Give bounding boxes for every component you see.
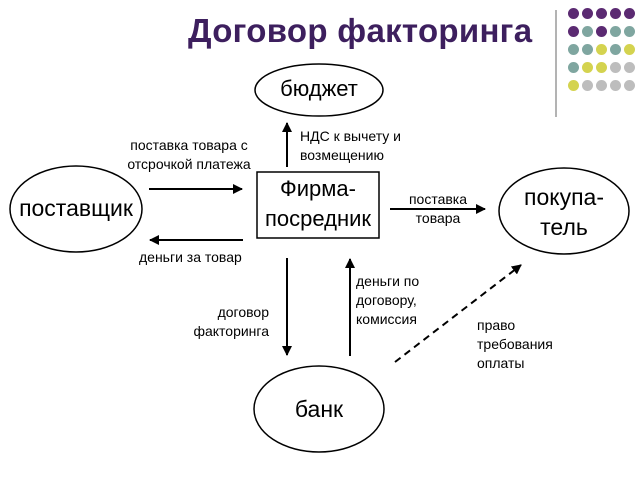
deferred-supply-label: поставка товара с отсрочкой платежа xyxy=(117,136,261,174)
decor-dot xyxy=(582,80,593,91)
decor-dot xyxy=(624,8,635,19)
decor-dot xyxy=(568,62,579,73)
buyer-label-line2: тель xyxy=(540,214,588,240)
decor-dot xyxy=(568,80,579,91)
decor-dot xyxy=(624,62,635,73)
money-by-contract-label-line3: комиссия xyxy=(356,310,417,327)
supplier-node xyxy=(9,165,143,253)
decor-dot xyxy=(624,44,635,55)
decor-dot xyxy=(568,8,579,19)
decor-dot xyxy=(624,80,635,91)
factoring-contract-label-line1: договор xyxy=(217,304,269,320)
buyer-label-line1: покупа- xyxy=(524,184,604,210)
money-by-contract-label-line1: деньги по xyxy=(356,273,420,289)
intermediary-firm-node xyxy=(256,171,380,239)
money-by-contract-label: деньги по договору, комиссия xyxy=(356,272,419,329)
slide-title: Договор факторинга xyxy=(188,12,533,49)
deferred-supply-label-line2: отсрочкой платежа xyxy=(127,155,251,172)
decor-dot xyxy=(568,26,579,37)
decor-dot xyxy=(596,62,607,73)
decor-dot xyxy=(610,44,621,55)
decor-dot xyxy=(596,44,607,55)
factoring-contract-label: договор факторинга xyxy=(176,303,269,341)
vat-label-line2: возмещению xyxy=(300,146,384,163)
decor-dot xyxy=(610,26,621,37)
right-of-claim-label-line3: оплаты xyxy=(477,354,525,371)
decor-dot xyxy=(582,26,593,37)
right-of-claim-label: право требования оплаты xyxy=(477,316,553,373)
decor-divider-line xyxy=(555,10,557,117)
decor-dot xyxy=(596,8,607,19)
budget-node xyxy=(254,63,384,117)
right-of-claim-label-line1: право xyxy=(477,317,516,333)
deferred-supply-label-line1: поставка товара с xyxy=(130,137,248,153)
buyer-node xyxy=(498,167,630,255)
budget-label: бюджет xyxy=(280,76,358,101)
arrow-right-of-claim xyxy=(394,264,522,363)
decor-dot xyxy=(582,8,593,19)
decor-dot xyxy=(596,80,607,91)
decor-dot xyxy=(582,62,593,73)
decor-dot xyxy=(582,44,593,55)
goods-delivery-label-line2: товара xyxy=(415,209,461,226)
decor-dot xyxy=(596,26,607,37)
goods-delivery-label: поставка товара xyxy=(400,190,476,228)
supplier-label: поставщик xyxy=(19,195,133,221)
bank-node xyxy=(253,365,385,453)
decor-dot xyxy=(610,62,621,73)
vat-label: НДС к вычету и возмещению xyxy=(300,127,401,165)
decor-dot xyxy=(568,44,579,55)
right-of-claim-label-line2: требования xyxy=(477,335,553,352)
firm-label-line2: посредник xyxy=(264,206,372,231)
vat-label-line1: НДС к вычету и xyxy=(300,128,402,144)
decor-dot xyxy=(624,26,635,37)
firm-label-line1: Фирма- xyxy=(280,176,356,201)
decor-dot xyxy=(610,80,621,91)
decor-dot xyxy=(610,8,621,19)
money-for-goods-label: деньги за товар xyxy=(139,249,242,265)
money-by-contract-label-line2: договору, xyxy=(356,291,417,308)
factoring-contract-label-line2: факторинга xyxy=(193,322,269,339)
goods-delivery-label-line1: поставка xyxy=(408,191,468,207)
bank-label: банк xyxy=(294,396,344,422)
